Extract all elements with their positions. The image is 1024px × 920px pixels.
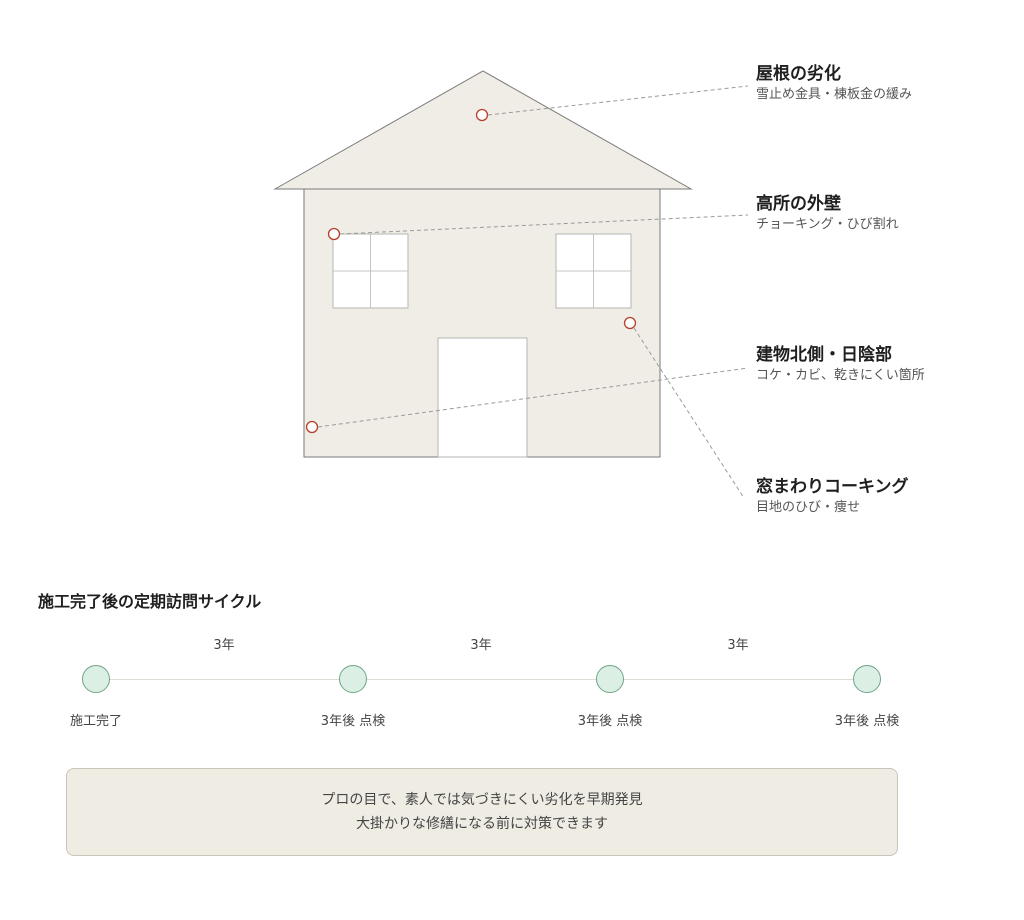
interval-label: 3年 — [470, 638, 492, 653]
callout-title: 建物北側・日陰部 — [756, 345, 892, 365]
marker-wall — [327, 227, 341, 241]
house-roof — [273, 70, 693, 190]
callout-title: 屋根の劣化 — [756, 64, 841, 84]
window-left — [332, 233, 409, 309]
timeline-node — [339, 665, 367, 693]
house-diagram — [273, 70, 749, 499]
callout-caulk: 窓まわりコーキング 目地のひび・痩せ — [756, 476, 909, 518]
timeline-node — [596, 665, 624, 693]
interval-label: 3年 — [727, 638, 749, 653]
callout-title: 高所の外壁 — [756, 194, 841, 214]
callout-north: 建物北側・日陰部 コケ・カビ、乾きにくい箇所 — [756, 344, 925, 386]
marker-caulk — [623, 316, 637, 330]
summary-line-2: 大掛かりな修繕になる前に対策できます — [356, 816, 608, 832]
leader-line-north — [317, 367, 749, 428]
timeline-node-label: 施工完了 — [69, 714, 122, 729]
door — [437, 337, 528, 458]
callout-wall: 高所の外壁 チョーキング・ひび割れ — [756, 193, 899, 235]
callout-subtitle: 雪止め金具・棟板金の緩み — [756, 87, 913, 102]
window-right — [555, 233, 632, 309]
callout-subtitle: 目地のひび・痩せ — [756, 500, 861, 515]
leader-line-caulk — [633, 327, 745, 499]
timeline-node-label: 3年後 点検 — [577, 714, 643, 729]
summary-box: プロの目で、素人では気づきにくい劣化を早期発見 大掛かりな修繕になる前に対策でき… — [66, 768, 898, 856]
timeline-line — [96, 679, 868, 680]
timeline-node — [82, 665, 110, 693]
marker-north — [305, 420, 319, 434]
timeline-node-label: 3年後 点検 — [834, 714, 900, 729]
callout-roof: 屋根の劣化 雪止め金具・棟板金の緩み — [756, 63, 912, 105]
interval-label: 3年 — [213, 638, 235, 653]
leader-line-roof — [487, 85, 749, 116]
timeline-node — [853, 665, 881, 693]
marker-roof — [475, 108, 489, 122]
callout-subtitle: コケ・カビ、乾きにくい箇所 — [756, 368, 925, 383]
callout-title: 窓まわりコーキング — [756, 477, 909, 497]
cycle-title: 施工完了後の定期訪問サイクル — [38, 592, 262, 611]
summary-line-1: プロの目で、素人では気づきにくい劣化を早期発見 — [321, 792, 643, 808]
callout-subtitle: チョーキング・ひび割れ — [756, 217, 899, 232]
timeline-node-label: 3年後 点検 — [320, 714, 386, 729]
leader-line-wall — [339, 214, 749, 235]
